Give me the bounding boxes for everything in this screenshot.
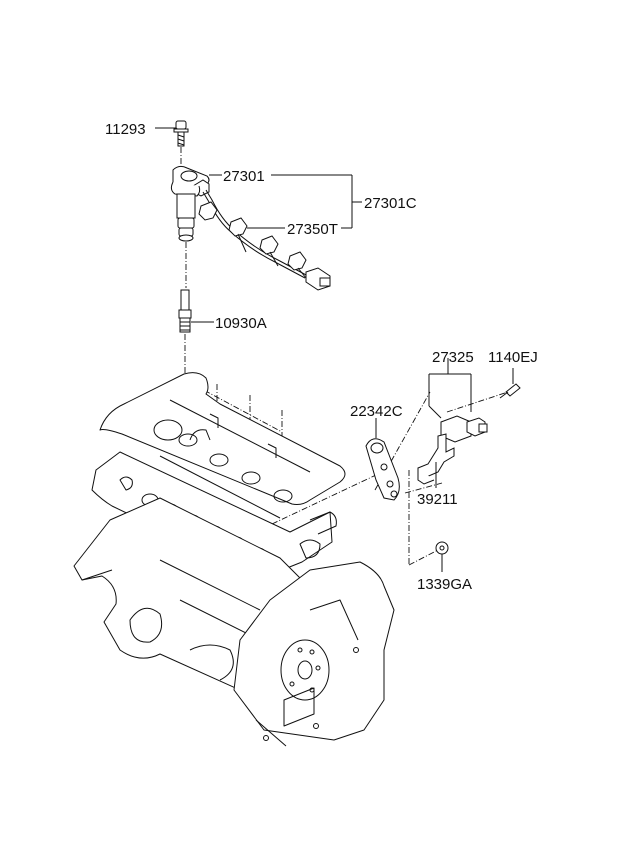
label-39211[interactable]: 39211 bbox=[417, 491, 458, 508]
label-10930a[interactable]: 10930A bbox=[215, 315, 267, 332]
bolt-11293-drawing bbox=[155, 120, 189, 168]
label-27350t[interactable]: 27350T bbox=[287, 221, 338, 238]
sensor-bolt-drawing bbox=[499, 368, 521, 399]
part-labels: 11293 27301 27301C 27350T 10930A 27325 1… bbox=[105, 121, 538, 593]
label-27301c[interactable]: 27301C bbox=[364, 195, 417, 212]
label-1140ej[interactable]: 1140EJ bbox=[488, 349, 538, 366]
sensor-drawing bbox=[428, 358, 488, 443]
label-27325[interactable]: 27325 bbox=[432, 349, 474, 366]
coil-harness-drawing bbox=[198, 189, 331, 291]
ignition-coil-drawing bbox=[170, 165, 210, 288]
label-11293[interactable]: 11293 bbox=[105, 121, 146, 138]
engine-block-drawing bbox=[73, 372, 395, 747]
engine-bracket-drawing bbox=[365, 418, 400, 501]
coil-leader-lines bbox=[209, 174, 362, 229]
label-1339ga[interactable]: 1339GA bbox=[417, 576, 472, 593]
label-27301[interactable]: 27301 bbox=[223, 168, 265, 185]
label-22342c[interactable]: 22342C bbox=[350, 403, 403, 420]
sensor-bracket-drawing bbox=[417, 433, 455, 488]
nut-drawing bbox=[435, 541, 449, 572]
